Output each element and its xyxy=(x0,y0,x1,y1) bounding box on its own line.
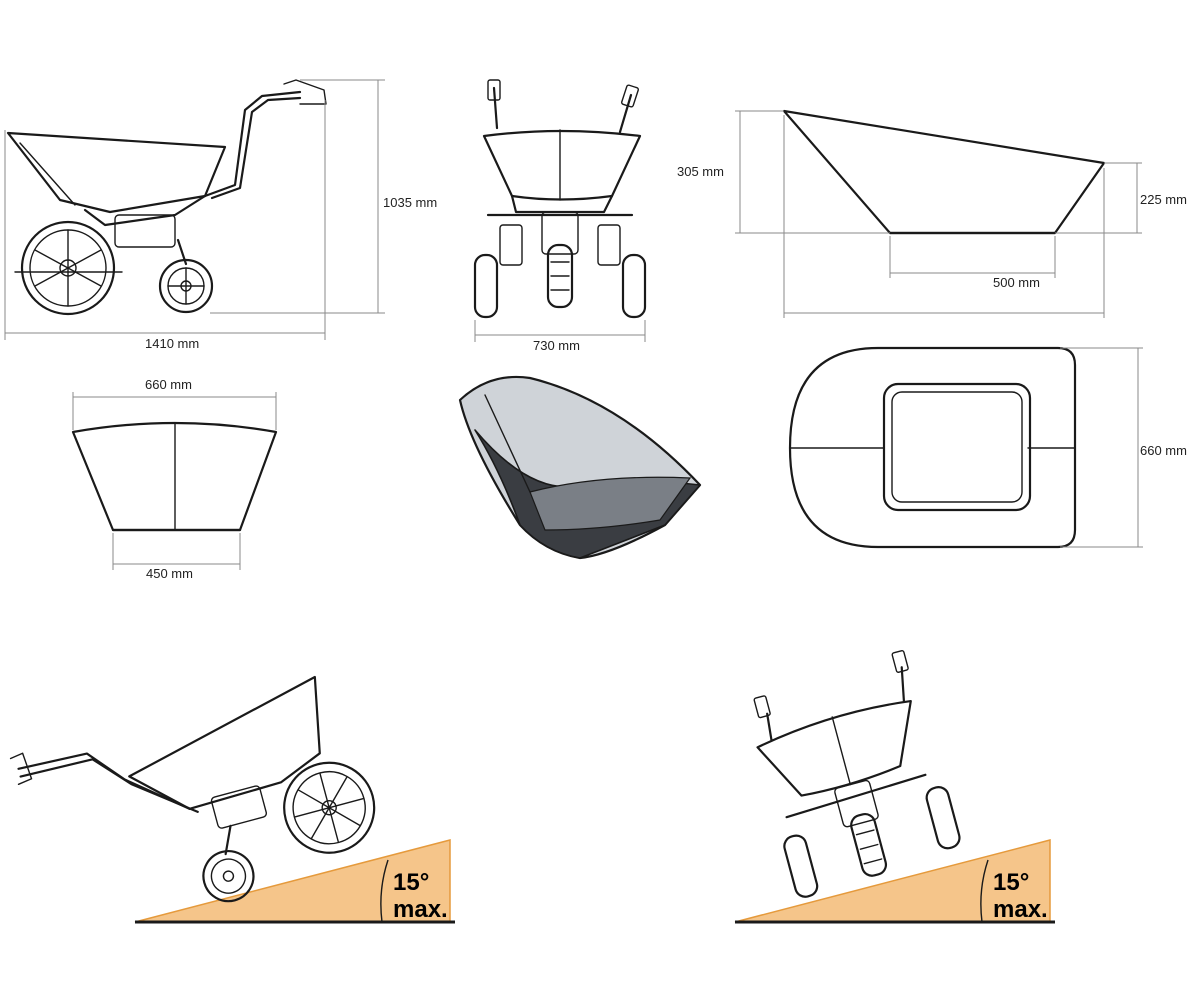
tray-plan-view: 660 mm xyxy=(788,346,1187,549)
side-length-label: 1410 mm xyxy=(145,336,199,351)
slope-limit-left: max. xyxy=(393,896,448,923)
slope-limit-right: max. xyxy=(993,896,1048,923)
front-width-label: 730 mm xyxy=(533,338,580,353)
tray-back-height-label: 305 mm xyxy=(677,164,724,179)
tray-bottom-length-label: 500 mm xyxy=(993,275,1040,290)
side-height-label: 1035 mm xyxy=(383,195,437,210)
tray-bottom-width-label: 450 mm xyxy=(146,566,193,581)
slope-side-view: 15° max. xyxy=(9,675,455,924)
slope-angle-left: 15° xyxy=(393,869,429,896)
tray-top-width-label: 660 mm xyxy=(145,377,192,392)
front-view: 730 mm xyxy=(473,79,647,353)
slope-front-view: 15° max. xyxy=(734,650,1055,924)
tray-front-profile: 660 mm 450 mm xyxy=(71,377,278,581)
slope-angle-right: 15° xyxy=(993,869,1029,896)
tray-plan-width-label: 660 mm xyxy=(1140,443,1187,458)
side-view: 1035 mm 1410 mm xyxy=(4,79,437,351)
tray-perspective-view xyxy=(458,375,702,560)
tray-front-height-label: 225 mm xyxy=(1140,192,1187,207)
tray-side-profile: 305 mm 225 mm 500 mm xyxy=(677,109,1187,318)
